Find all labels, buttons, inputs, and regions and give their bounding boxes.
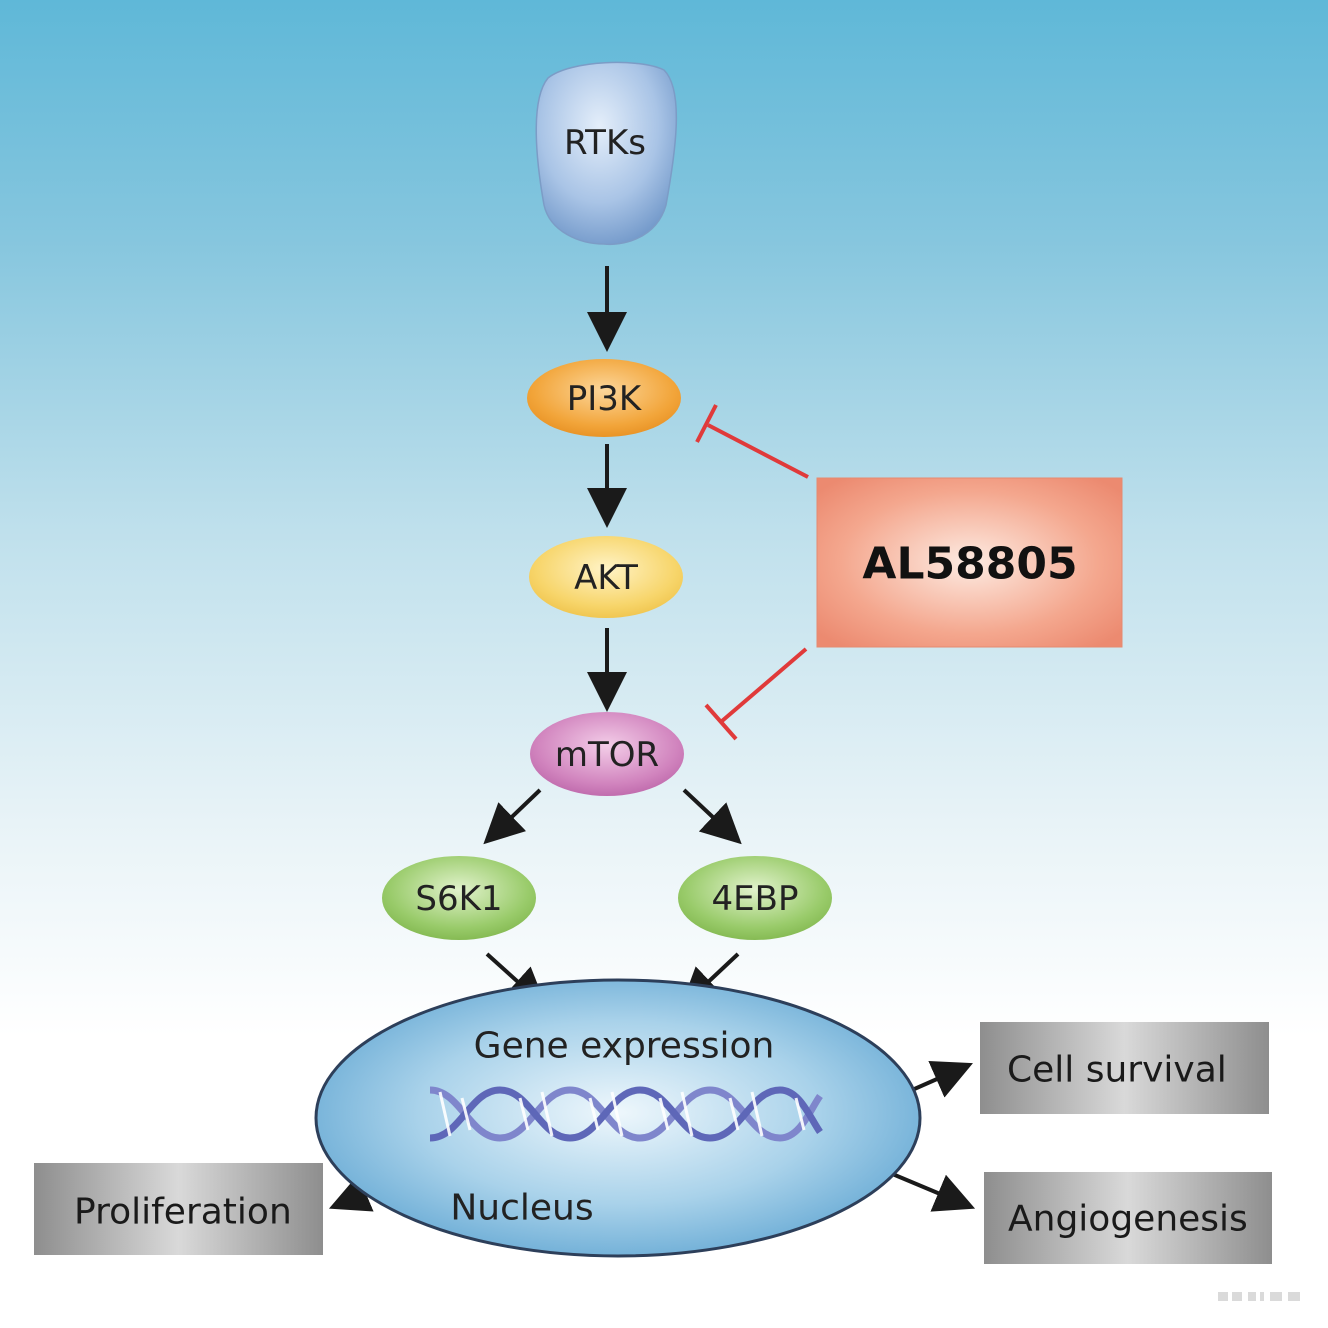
mtor-label: mTOR xyxy=(555,735,659,775)
rtks-label: RTKs xyxy=(564,123,646,163)
proliferation-label: Proliferation xyxy=(74,1192,292,1233)
s6k1-node: S6K1 xyxy=(382,856,536,940)
akt-label: AKT xyxy=(574,558,638,598)
mtor-node: mTOR xyxy=(530,712,684,796)
akt-node: AKT xyxy=(529,536,683,618)
nucleus: Gene expression Nucleus xyxy=(314,978,922,1258)
s6k1-label: S6K1 xyxy=(415,879,502,919)
cell-survival-label: Cell survival xyxy=(1007,1050,1227,1091)
proliferation-box: Proliferation xyxy=(34,1163,323,1255)
angiogenesis-box: Angiogenesis xyxy=(984,1172,1272,1264)
watermark-mark xyxy=(1214,1288,1306,1304)
4ebp-node: 4EBP xyxy=(678,856,832,940)
pi3k-label: PI3K xyxy=(567,379,643,419)
rtks-receptor: RTKs xyxy=(535,61,678,246)
cell-survival-box: Cell survival xyxy=(980,1022,1269,1114)
arrow-mtor-s6k1 xyxy=(483,788,542,845)
inhibitor-label: AL58805 xyxy=(862,539,1077,590)
arrow-mtor-4ebp xyxy=(682,788,742,845)
4ebp-label: 4EBP xyxy=(712,879,799,919)
pi3k-node: PI3K xyxy=(527,359,681,437)
inhibitor-box: AL58805 xyxy=(816,477,1123,648)
angiogenesis-label: Angiogenesis xyxy=(1008,1199,1248,1240)
gene-expression-label: Gene expression xyxy=(474,1026,775,1067)
dna-helix-icon xyxy=(429,1086,823,1142)
inhibition-mtor xyxy=(704,647,808,741)
nucleus-label: Nucleus xyxy=(450,1188,593,1229)
inhibition-pi3k xyxy=(695,404,809,479)
